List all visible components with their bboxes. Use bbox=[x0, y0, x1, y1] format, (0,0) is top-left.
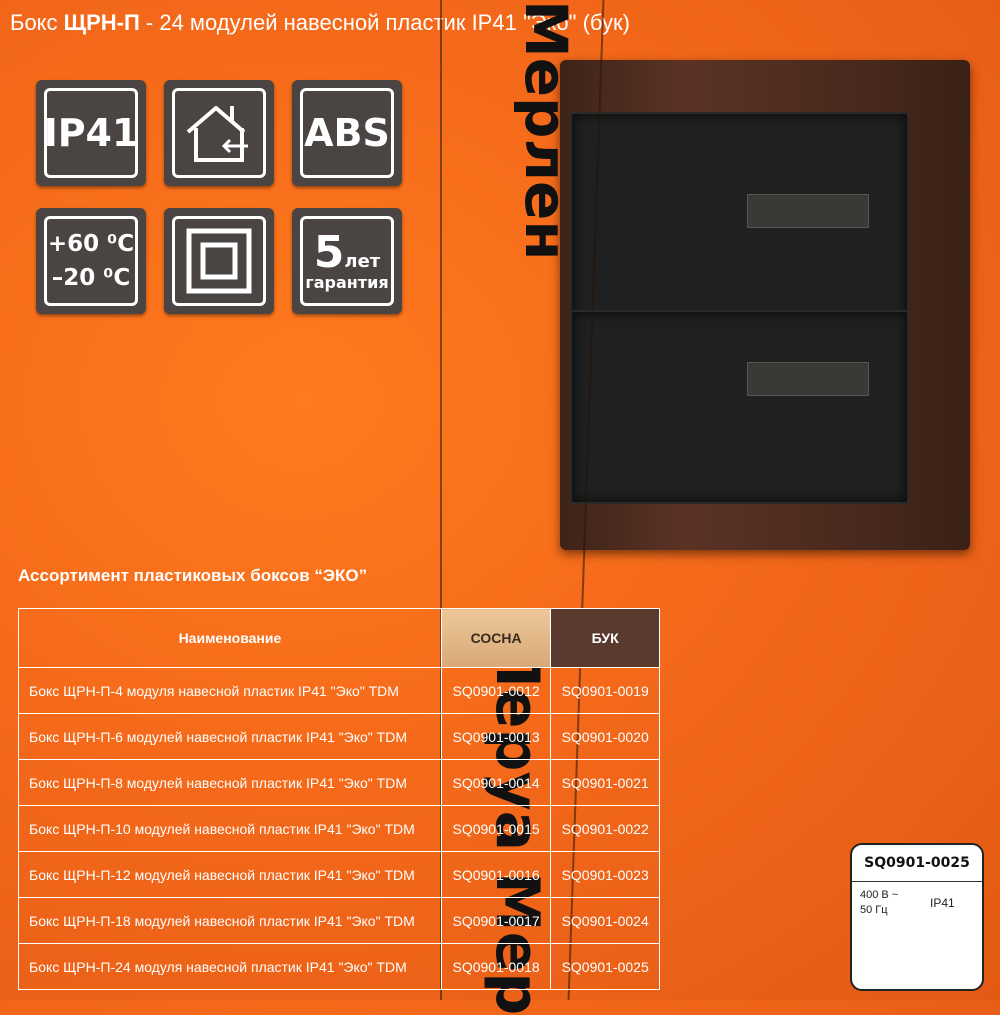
table-header-row: Наименование СОСНА БУК bbox=[18, 608, 660, 668]
row-buk-code: SQ0901-0024 bbox=[550, 897, 660, 944]
product-box-image bbox=[560, 60, 970, 550]
label-voltage: 400 В ~ bbox=[860, 889, 899, 901]
warranty-badge: 5лет гарантия bbox=[292, 208, 402, 314]
ip41-text: IP41 bbox=[44, 88, 138, 178]
temperature-badge: +60 ⁰С –20 ⁰С bbox=[36, 208, 146, 314]
row-name: Бокс ЩРН-П-10 модулей навесной пластик I… bbox=[18, 805, 442, 852]
label-ip: IP41 bbox=[930, 896, 955, 910]
table-row: Бокс ЩРН-П-8 модулей навесной пластик IP… bbox=[18, 759, 660, 806]
row-sosna-code: SQ0901-0012 bbox=[440, 667, 552, 714]
temperature-max: +60 ⁰С bbox=[47, 231, 135, 257]
assortment-table: Наименование СОСНА БУК Бокс ЩРН-П-4 моду… bbox=[18, 608, 660, 990]
strap-line bbox=[440, 0, 442, 1000]
row-sosna-code: SQ0901-0018 bbox=[440, 943, 552, 990]
label-frequency: 50 Гц bbox=[860, 904, 888, 916]
row-name: Бокс ЩРН-П-18 модулей навесной пластик I… bbox=[18, 897, 442, 944]
row-name: Бокс ЩРН-П-12 модулей навесной пластик I… bbox=[18, 851, 442, 898]
product-title: Бокс ЩРН-П - 24 модулей навесной пластик… bbox=[10, 10, 630, 36]
warranty-unit: лет bbox=[344, 251, 381, 272]
ip41-badge: IP41 bbox=[36, 80, 146, 186]
row-buk-code: SQ0901-0023 bbox=[550, 851, 660, 898]
watermark-top: Мерлен bbox=[512, 0, 580, 261]
module-slot bbox=[747, 362, 869, 396]
row-name: Бокс ЩРН-П-24 модуля навесной пластик IP… bbox=[18, 943, 442, 990]
row-name: Бокс ЩРН-П-8 модулей навесной пластик IP… bbox=[18, 759, 442, 806]
table-row: Бокс ЩРН-П-18 модулей навесной пластик I… bbox=[18, 897, 660, 944]
row-name: Бокс ЩРН-П-4 модуля навесной пластик IP4… bbox=[18, 667, 442, 714]
row-buk-code: SQ0901-0025 bbox=[550, 943, 660, 990]
product-door-bottom bbox=[570, 310, 909, 504]
row-sosna-code: SQ0901-0014 bbox=[440, 759, 552, 806]
header-name: Наименование bbox=[18, 608, 442, 668]
table-row: Бокс ЩРН-П-10 модулей навесной пластик I… bbox=[18, 805, 660, 852]
module-slot bbox=[747, 194, 869, 228]
title-rest: - 24 модулей навесной пластик IP41 "Эко"… bbox=[139, 10, 630, 35]
header-sosna: СОСНА bbox=[440, 608, 552, 668]
title-prefix: Бокс bbox=[10, 10, 64, 35]
double-insulation-icon bbox=[186, 228, 252, 294]
row-buk-code: SQ0901-0021 bbox=[550, 759, 660, 806]
label-code: SQ0901-0025 bbox=[852, 845, 982, 882]
row-buk-code: SQ0901-0020 bbox=[550, 713, 660, 760]
row-buk-code: SQ0901-0022 bbox=[550, 805, 660, 852]
table-row: Бокс ЩРН-П-24 модуля навесной пластик IP… bbox=[18, 943, 660, 990]
assortment-title: Ассортимент пластиковых боксов “ЭКО” bbox=[18, 566, 368, 585]
row-sosna-code: SQ0901-0016 bbox=[440, 851, 552, 898]
title-model: ЩРН-П bbox=[63, 10, 140, 35]
row-sosna-code: SQ0901-0017 bbox=[440, 897, 552, 944]
row-buk-code: SQ0901-0019 bbox=[550, 667, 660, 714]
row-sosna-code: SQ0901-0015 bbox=[440, 805, 552, 852]
warranty-label: гарантия bbox=[305, 273, 389, 292]
row-sosna-code: SQ0901-0013 bbox=[440, 713, 552, 760]
row-name: Бокс ЩРН-П-6 модулей навесной пластик IP… bbox=[18, 713, 442, 760]
table-row: Бокс ЩРН-П-6 модулей навесной пластик IP… bbox=[18, 713, 660, 760]
product-label: SQ0901-0025 400 В ~ 50 Гц IP41 bbox=[850, 843, 984, 991]
header-buk: БУК bbox=[550, 608, 660, 668]
indoor-house-icon bbox=[186, 106, 248, 162]
table-row: Бокс ЩРН-П-4 модуля навесной пластик IP4… bbox=[18, 667, 660, 714]
abs-text: ABS bbox=[300, 88, 394, 178]
indoor-badge bbox=[164, 80, 274, 186]
double-insulation-badge bbox=[164, 208, 274, 314]
warranty-years: 5 bbox=[313, 227, 345, 278]
abs-badge: ABS bbox=[292, 80, 402, 186]
temperature-min: –20 ⁰С bbox=[51, 265, 131, 291]
table-row: Бокс ЩРН-П-12 модулей навесной пластик I… bbox=[18, 851, 660, 898]
